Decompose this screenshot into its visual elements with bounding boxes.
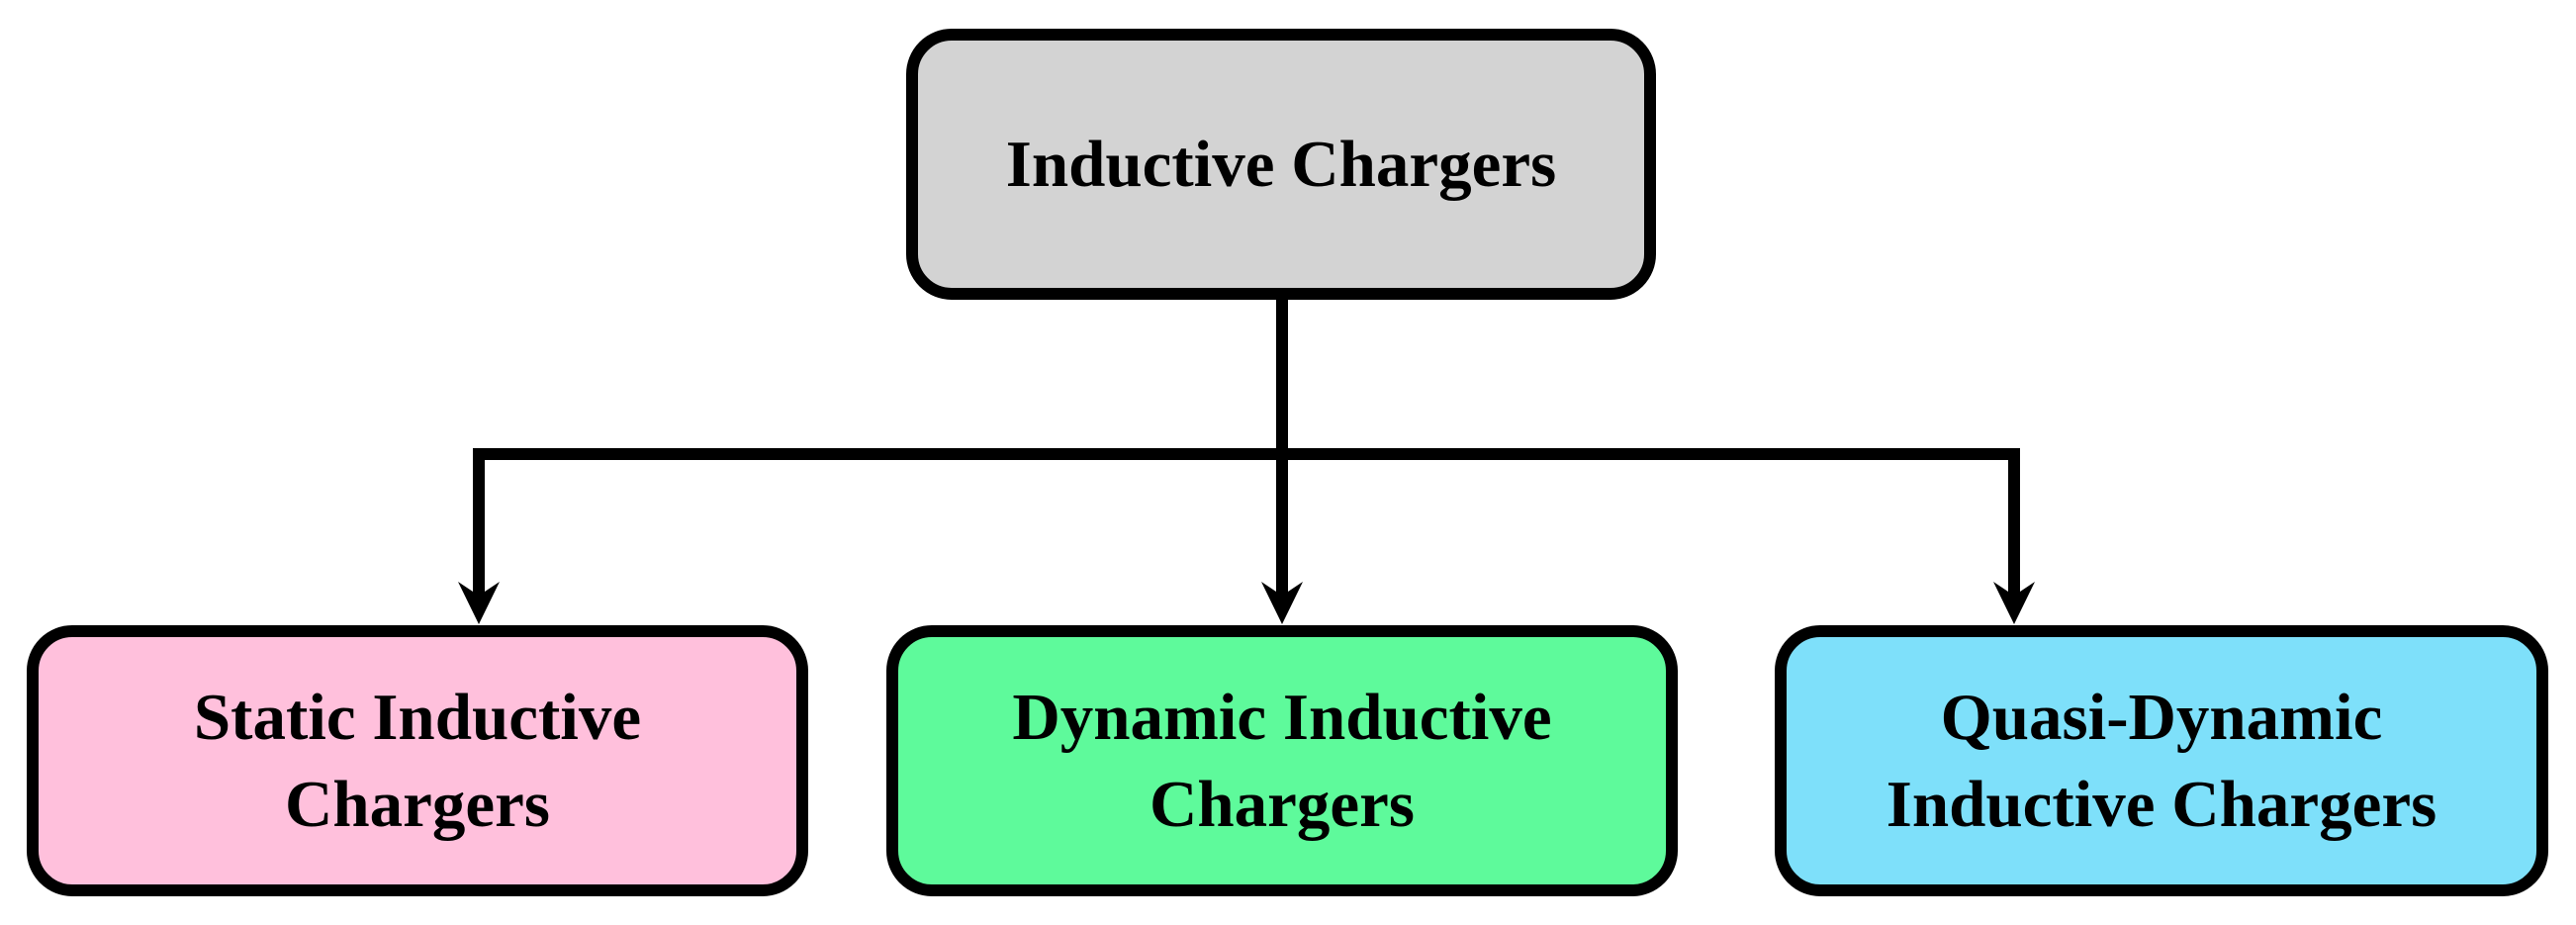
node-static-inductive-chargers: Static Inductive Chargers bbox=[27, 625, 808, 896]
node-dynamic-inductive-chargers: Dynamic Inductive Chargers bbox=[886, 625, 1678, 896]
node-label-line: Inductive Chargers bbox=[1886, 768, 2438, 841]
node-label-line: Dynamic Inductive bbox=[1012, 680, 1552, 754]
node-label-line: Chargers bbox=[1150, 768, 1415, 841]
node-label: Inductive Chargers bbox=[1005, 127, 1557, 201]
arrow-down-icon bbox=[1993, 582, 2035, 624]
node-inductive-chargers: Inductive Chargers bbox=[906, 29, 1656, 300]
node-label-line: Chargers bbox=[285, 768, 550, 841]
node-label-line: Quasi-Dynamic bbox=[1940, 680, 2383, 754]
node-label-line: Static Inductive bbox=[193, 680, 642, 754]
node-quasi-dynamic-inductive-chargers: Quasi-Dynamic Inductive Chargers bbox=[1775, 625, 2548, 896]
arrow-down-icon bbox=[1261, 582, 1303, 624]
arrow-down-icon bbox=[458, 582, 500, 624]
